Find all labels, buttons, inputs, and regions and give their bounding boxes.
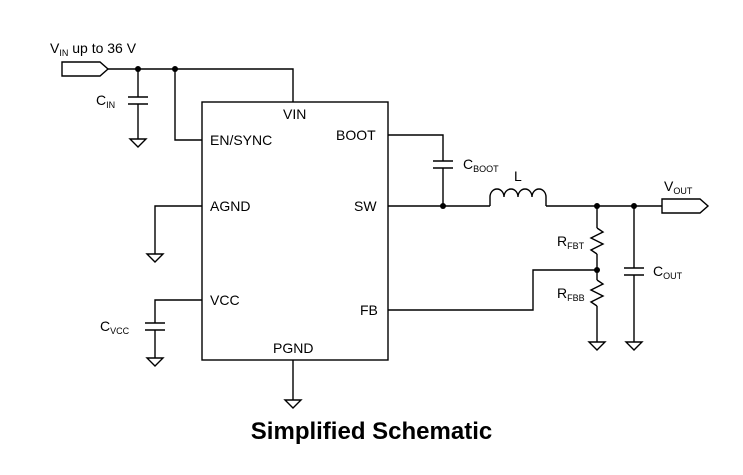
- pin-vin-label: VIN: [283, 106, 306, 122]
- inductor-label: L: [514, 168, 522, 184]
- fb-wire: [388, 269, 597, 311]
- vin-rail-wire: [108, 68, 294, 102]
- rfbt-label: RFBT: [557, 233, 585, 251]
- vout-output-connector: [661, 198, 710, 214]
- en-sync-wire: [174, 69, 202, 141]
- ground-symbol: [624, 341, 644, 351]
- vcc-wire: [154, 299, 202, 323]
- pin-vcc-label: VCC: [210, 292, 240, 308]
- cout-label: COUT: [653, 263, 683, 281]
- ground-symbol: [587, 341, 607, 351]
- cin-label: CIN: [96, 92, 115, 110]
- ic-body: [201, 101, 389, 361]
- vin-input-label: VIN up to 36 V: [50, 40, 137, 58]
- rfbb-resistor: [589, 279, 605, 307]
- pin-boot-label: BOOT: [336, 127, 376, 143]
- ground-symbol: [145, 253, 165, 263]
- ground-symbol: [283, 399, 303, 409]
- figure-caption: Simplified Schematic: [250, 418, 493, 445]
- ground-symbol: [128, 138, 148, 148]
- ground-symbol: [145, 357, 165, 367]
- pin-agnd-label: AGND: [210, 198, 250, 214]
- cboot-label: CBOOT: [463, 156, 499, 174]
- junction-dot: [440, 203, 446, 209]
- pin-en-sync-label: EN/SYNC: [210, 132, 272, 148]
- vout-output-label: VOUT: [664, 178, 693, 196]
- pin-sw-label: SW: [354, 198, 377, 214]
- vin-input-connector: [61, 61, 110, 77]
- boot-wire: [388, 134, 444, 161]
- rfbb-label: RFBB: [557, 285, 585, 303]
- cvcc-label: CVCC: [100, 318, 130, 336]
- agnd-wire: [154, 205, 202, 254]
- rfbt-resistor: [589, 227, 605, 255]
- pin-fb-label: FB: [360, 302, 378, 318]
- pin-pgnd-label: PGND: [273, 340, 313, 356]
- inductor-coil: [489, 188, 547, 206]
